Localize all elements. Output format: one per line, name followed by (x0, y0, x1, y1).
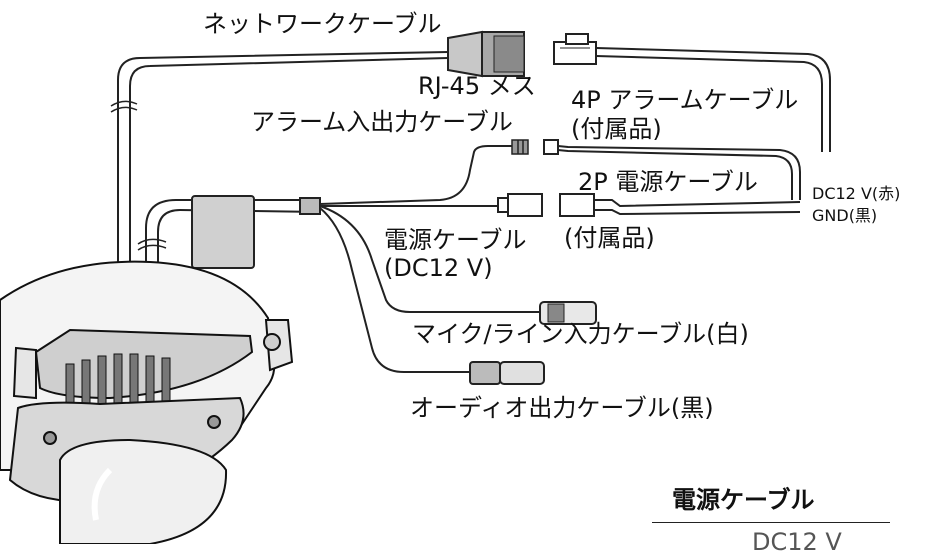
alarm-4p-accessory-label: (付属品) (571, 115, 662, 143)
power-2p-cable-label: 2P 電源ケーブル (578, 168, 758, 196)
alarm-io-cable-label: アラーム入出力ケーブル (251, 108, 513, 136)
alarm-io-connector (511, 139, 529, 155)
dome-camera (0, 260, 294, 544)
camera-cable-harness (137, 199, 321, 272)
power-cable-voltage-label: (DC12 V) (384, 254, 493, 282)
harness-clamp (191, 195, 255, 269)
audio-output-wire (319, 207, 470, 373)
gnd-black-label: GND(黒) (812, 206, 878, 225)
audio-output-label: オーディオ出力ケーブル(黒) (410, 394, 714, 422)
power-cable-label: 電源ケーブル (384, 226, 527, 254)
power-cable-connector (497, 193, 543, 217)
legend-divider (652, 522, 890, 523)
legend-title: 電源ケーブル (672, 486, 815, 514)
mic-line-input-wire (319, 205, 540, 313)
power-2p-accessory-label: (付属品) (564, 224, 655, 252)
power-2p-cable (559, 193, 801, 217)
camera-wiring-diagram (0, 30, 831, 544)
mic-line-input-plug (539, 301, 597, 325)
harness-hub (299, 197, 321, 215)
alarm-io-wire (319, 145, 512, 205)
rj45-female-label: RJ-45 メス (418, 72, 536, 100)
alarm-4p-cable-label: 4P アラームケーブル (571, 86, 799, 114)
audio-output-plug (469, 361, 545, 385)
rj45-connector (447, 30, 525, 78)
dc12v-red-label: DC12 V(赤) (812, 184, 901, 203)
alarm-4p-cable (543, 139, 801, 200)
legend-subtitle: DC12 V (752, 528, 842, 556)
network-cable-line (110, 47, 831, 270)
network-cable-label: ネットワークケーブル (203, 10, 442, 38)
mic-line-input-label: マイク/ライン入力ケーブル(白) (412, 320, 749, 348)
rj45-plug (553, 33, 597, 65)
